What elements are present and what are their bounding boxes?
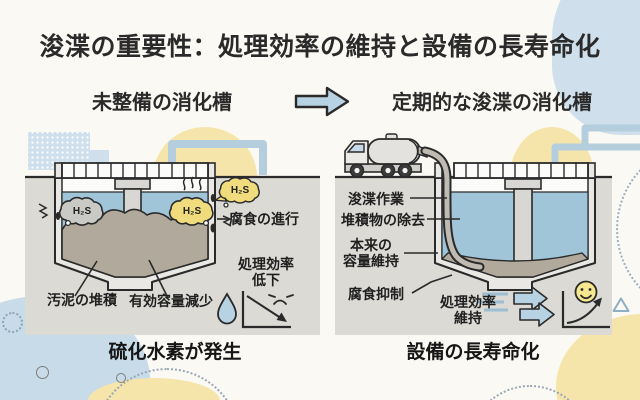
small-bubble-3 [223,202,229,208]
corrosion-spot-2 [210,194,216,202]
transition-arrow [294,86,350,117]
cover-tile-lines-left [73,163,197,178]
label-dredging-work: 浚渫作業 [348,191,404,207]
truck-window [346,143,365,153]
leader-sludge [74,260,98,297]
hub-front [354,167,360,174]
cover-right [453,162,589,179]
crack-right-icon [222,215,232,227]
decline-arrow-line [246,295,281,319]
cover-rim-left-b [207,162,216,179]
cloud-shape [58,196,104,226]
small-bubble-1 [64,219,72,227]
h2s-bubble-yellow-outer [213,176,260,204]
smiley-eye-right [588,288,592,291]
label-corrosion-control: 腐食抑制 [348,286,404,302]
decor-pipe-high [581,124,640,147]
h2s-label-yellow-inner: H₂S [182,206,202,217]
label-efficiency-keep: 処理効率 維持 [440,294,496,327]
page-title: 浚渫の重要性：処理効率の維持と設備の長寿命化 [39,33,601,61]
smiley-face-icon [574,280,598,304]
h2s-bubble-gray [58,196,104,226]
rise-arrow-head [593,297,602,307]
left-scene-svg [25,127,320,335]
truck-tank [367,138,421,165]
small-bubble-2 [202,219,210,227]
efficiency-arrow-2 [519,302,555,327]
cloud-shape [168,196,214,226]
smiley-eye-left [580,288,584,291]
label-corrosion-progress: 腐食の進行 [229,211,299,227]
cover-tile-lines-right [465,163,577,178]
right-heading: 定期的な浚渫の消化槽 [392,92,592,114]
label-capacity-loss: 有効容量減少 [129,293,213,309]
hose-body [422,148,483,270]
label-sludge-accumulation: 汚泥の堆積 [47,292,117,308]
pillar-shaft-right [513,188,533,266]
h2s-label-yellow-outer: H₂S [230,185,250,196]
hub-mid [385,167,391,174]
decor-outline-circle-1 [36,366,49,379]
decor-triangle-outline [612,297,630,312]
label-deposit-removal: 堆積物の除去 [341,212,425,228]
right-arrow-icon [294,86,350,117]
leader-corrosion-control [411,274,453,294]
rise-arrow-line [566,302,599,324]
decor-outline-circle-2 [116,373,126,383]
vacuum-truck [344,133,428,178]
h2s-label-gray: H₂S [72,206,92,217]
triangle-shape [612,297,630,312]
hub-rear [402,167,408,174]
stink-lines-icon [182,176,202,191]
decor-dotted-circle [2,312,23,333]
speed-lines [478,292,508,312]
label-efficiency-drop: 処理効率 低下 [238,256,294,289]
h2s-bubble-yellow-inner [168,196,214,226]
droplet-icon [217,292,237,325]
chart-axes-left [241,291,291,329]
right-caption: 設備の長寿命化 [406,342,540,363]
pillar-capital-left [114,178,151,190]
sludge-layer-thin [441,252,589,278]
pillar-capital-right [504,178,542,190]
cloud-shape [218,176,260,204]
cover-rim-left-a [54,162,63,179]
left-heading: 未整備の消化槽 [92,92,232,114]
crack-left-icon [38,203,49,219]
right-scene-svg [335,124,640,335]
leader-capacity [148,259,169,299]
chart-axes-right [561,291,610,329]
decor-pipes [168,140,267,175]
decline-arrow-head [276,312,287,322]
label-capacity-keep: 本来の 容量維持 [343,237,399,270]
cover-rim-right-b [587,162,596,179]
sad-face-icon [268,294,294,305]
corrosion-spot-3 [210,223,216,233]
smiley-mouth [580,294,592,300]
left-caption: 硫化水素が発生 [108,342,242,363]
